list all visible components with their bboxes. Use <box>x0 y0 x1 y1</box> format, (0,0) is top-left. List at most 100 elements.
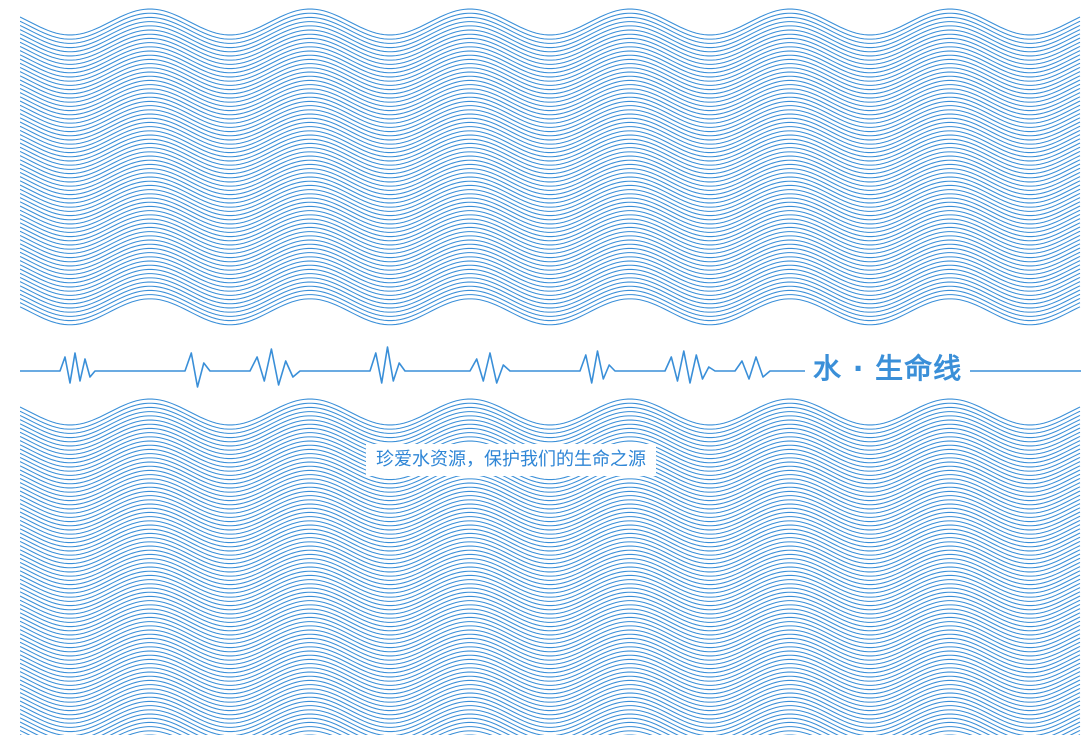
bottom-wave-line <box>20 663 1081 691</box>
bottom-wave-line <box>20 696 1081 724</box>
bottom-wave-line <box>20 616 1081 644</box>
bottom-wave-line <box>20 566 1081 594</box>
top-wave-line <box>20 277 1081 305</box>
bottom-wave-line <box>20 705 1081 733</box>
top-wave-line <box>20 121 1081 149</box>
bottom-wave-line <box>20 486 1081 514</box>
top-wave-line <box>20 168 1081 196</box>
bottom-wave-line <box>20 650 1081 678</box>
bottom-wave-line <box>20 721 1081 735</box>
top-wave-line <box>20 260 1081 288</box>
bottom-wave-line <box>20 604 1081 632</box>
top-wave-line <box>20 151 1081 179</box>
top-wave-line <box>20 294 1081 322</box>
top-wave-line <box>20 285 1081 313</box>
bottom-wave-line <box>20 633 1081 661</box>
bottom-wave-line <box>20 692 1081 720</box>
top-wave-line <box>20 12 1081 40</box>
top-wave-line <box>20 29 1081 57</box>
bottom-wave-lines <box>20 398 1081 735</box>
top-wave-line <box>20 176 1081 204</box>
top-wave-line <box>20 105 1081 133</box>
top-wave-line <box>20 214 1081 242</box>
bottom-wave-line <box>20 461 1081 489</box>
top-wave-line <box>20 142 1081 170</box>
bottom-wave-line <box>20 717 1081 735</box>
bottom-wave-line <box>20 570 1081 598</box>
heartbeat-line <box>20 346 805 388</box>
top-wave-line <box>20 117 1081 145</box>
bottom-wave-line <box>20 499 1081 527</box>
top-wave-line <box>20 21 1081 49</box>
bottom-wave-line <box>20 406 1081 434</box>
top-wave-line <box>20 16 1081 44</box>
poster-slogan: 珍爱水资源，保护我们的生命之源 <box>366 444 656 476</box>
top-wave-line <box>20 130 1081 158</box>
top-wave-line <box>20 63 1081 91</box>
bottom-wave-line <box>20 658 1081 686</box>
top-wave-line <box>20 197 1081 225</box>
bottom-wave-line <box>20 583 1081 611</box>
bottom-wave-line <box>20 474 1081 502</box>
top-wave-line <box>20 268 1081 296</box>
top-wave-line <box>20 273 1081 301</box>
top-wave-line <box>20 235 1081 263</box>
bottom-wave-line <box>20 675 1081 703</box>
bottom-wave-line <box>20 545 1081 573</box>
bottom-wave-line <box>20 549 1081 577</box>
bottom-wave-line <box>20 671 1081 699</box>
top-wave-line <box>20 126 1081 154</box>
bottom-wave-line <box>20 465 1081 493</box>
bottom-wave-line <box>20 646 1081 674</box>
bottom-wave-line <box>20 629 1081 657</box>
top-wave-line <box>20 256 1081 284</box>
bottom-wave-line <box>20 562 1081 590</box>
bottom-wave-line <box>20 478 1081 506</box>
bottom-wave-line <box>20 625 1081 653</box>
top-wave-line <box>20 54 1081 82</box>
top-wave-line <box>20 33 1081 61</box>
bottom-wave-line <box>20 553 1081 581</box>
bottom-wave-line <box>20 574 1081 602</box>
top-wave-lines <box>20 8 1081 326</box>
bottom-wave-line <box>20 679 1081 707</box>
bottom-wave-line <box>20 654 1081 682</box>
top-wave-line <box>20 231 1081 259</box>
top-wave-line <box>20 243 1081 271</box>
top-wave-line <box>20 180 1081 208</box>
top-wave-line <box>20 205 1081 233</box>
bottom-wave-line <box>20 621 1081 649</box>
bottom-wave-line <box>20 453 1081 481</box>
bottom-wave-line <box>20 398 1081 426</box>
top-wave-line <box>20 184 1081 212</box>
top-wave-line <box>20 37 1081 65</box>
bottom-wave-line <box>20 532 1081 560</box>
bottom-wave-line <box>20 726 1081 735</box>
bottom-wave-line <box>20 688 1081 716</box>
bottom-wave-line <box>20 700 1081 728</box>
top-wave-line <box>20 100 1081 128</box>
top-wave-line <box>20 298 1081 326</box>
top-wave-line <box>20 193 1081 221</box>
poster-title: 水 · 生命线 <box>807 347 969 391</box>
top-wave-line <box>20 218 1081 246</box>
bottom-wave-line <box>20 516 1081 544</box>
bottom-wave-line <box>20 595 1081 623</box>
bottom-wave-line <box>20 503 1081 531</box>
bottom-wave-line <box>20 667 1081 695</box>
top-wave-line <box>20 222 1081 250</box>
bottom-wave-line <box>20 713 1081 735</box>
top-wave-line <box>20 159 1081 187</box>
bottom-wave-line <box>20 600 1081 628</box>
bottom-wave-line <box>20 482 1081 510</box>
top-wave-line <box>20 113 1081 141</box>
bottom-wave-line <box>20 402 1081 430</box>
bottom-wave-line <box>20 490 1081 518</box>
top-wave-line <box>20 239 1081 267</box>
bottom-wave-line <box>20 684 1081 712</box>
top-wave-line <box>20 50 1081 78</box>
top-wave-line <box>20 92 1081 120</box>
bottom-wave-line <box>20 415 1081 443</box>
